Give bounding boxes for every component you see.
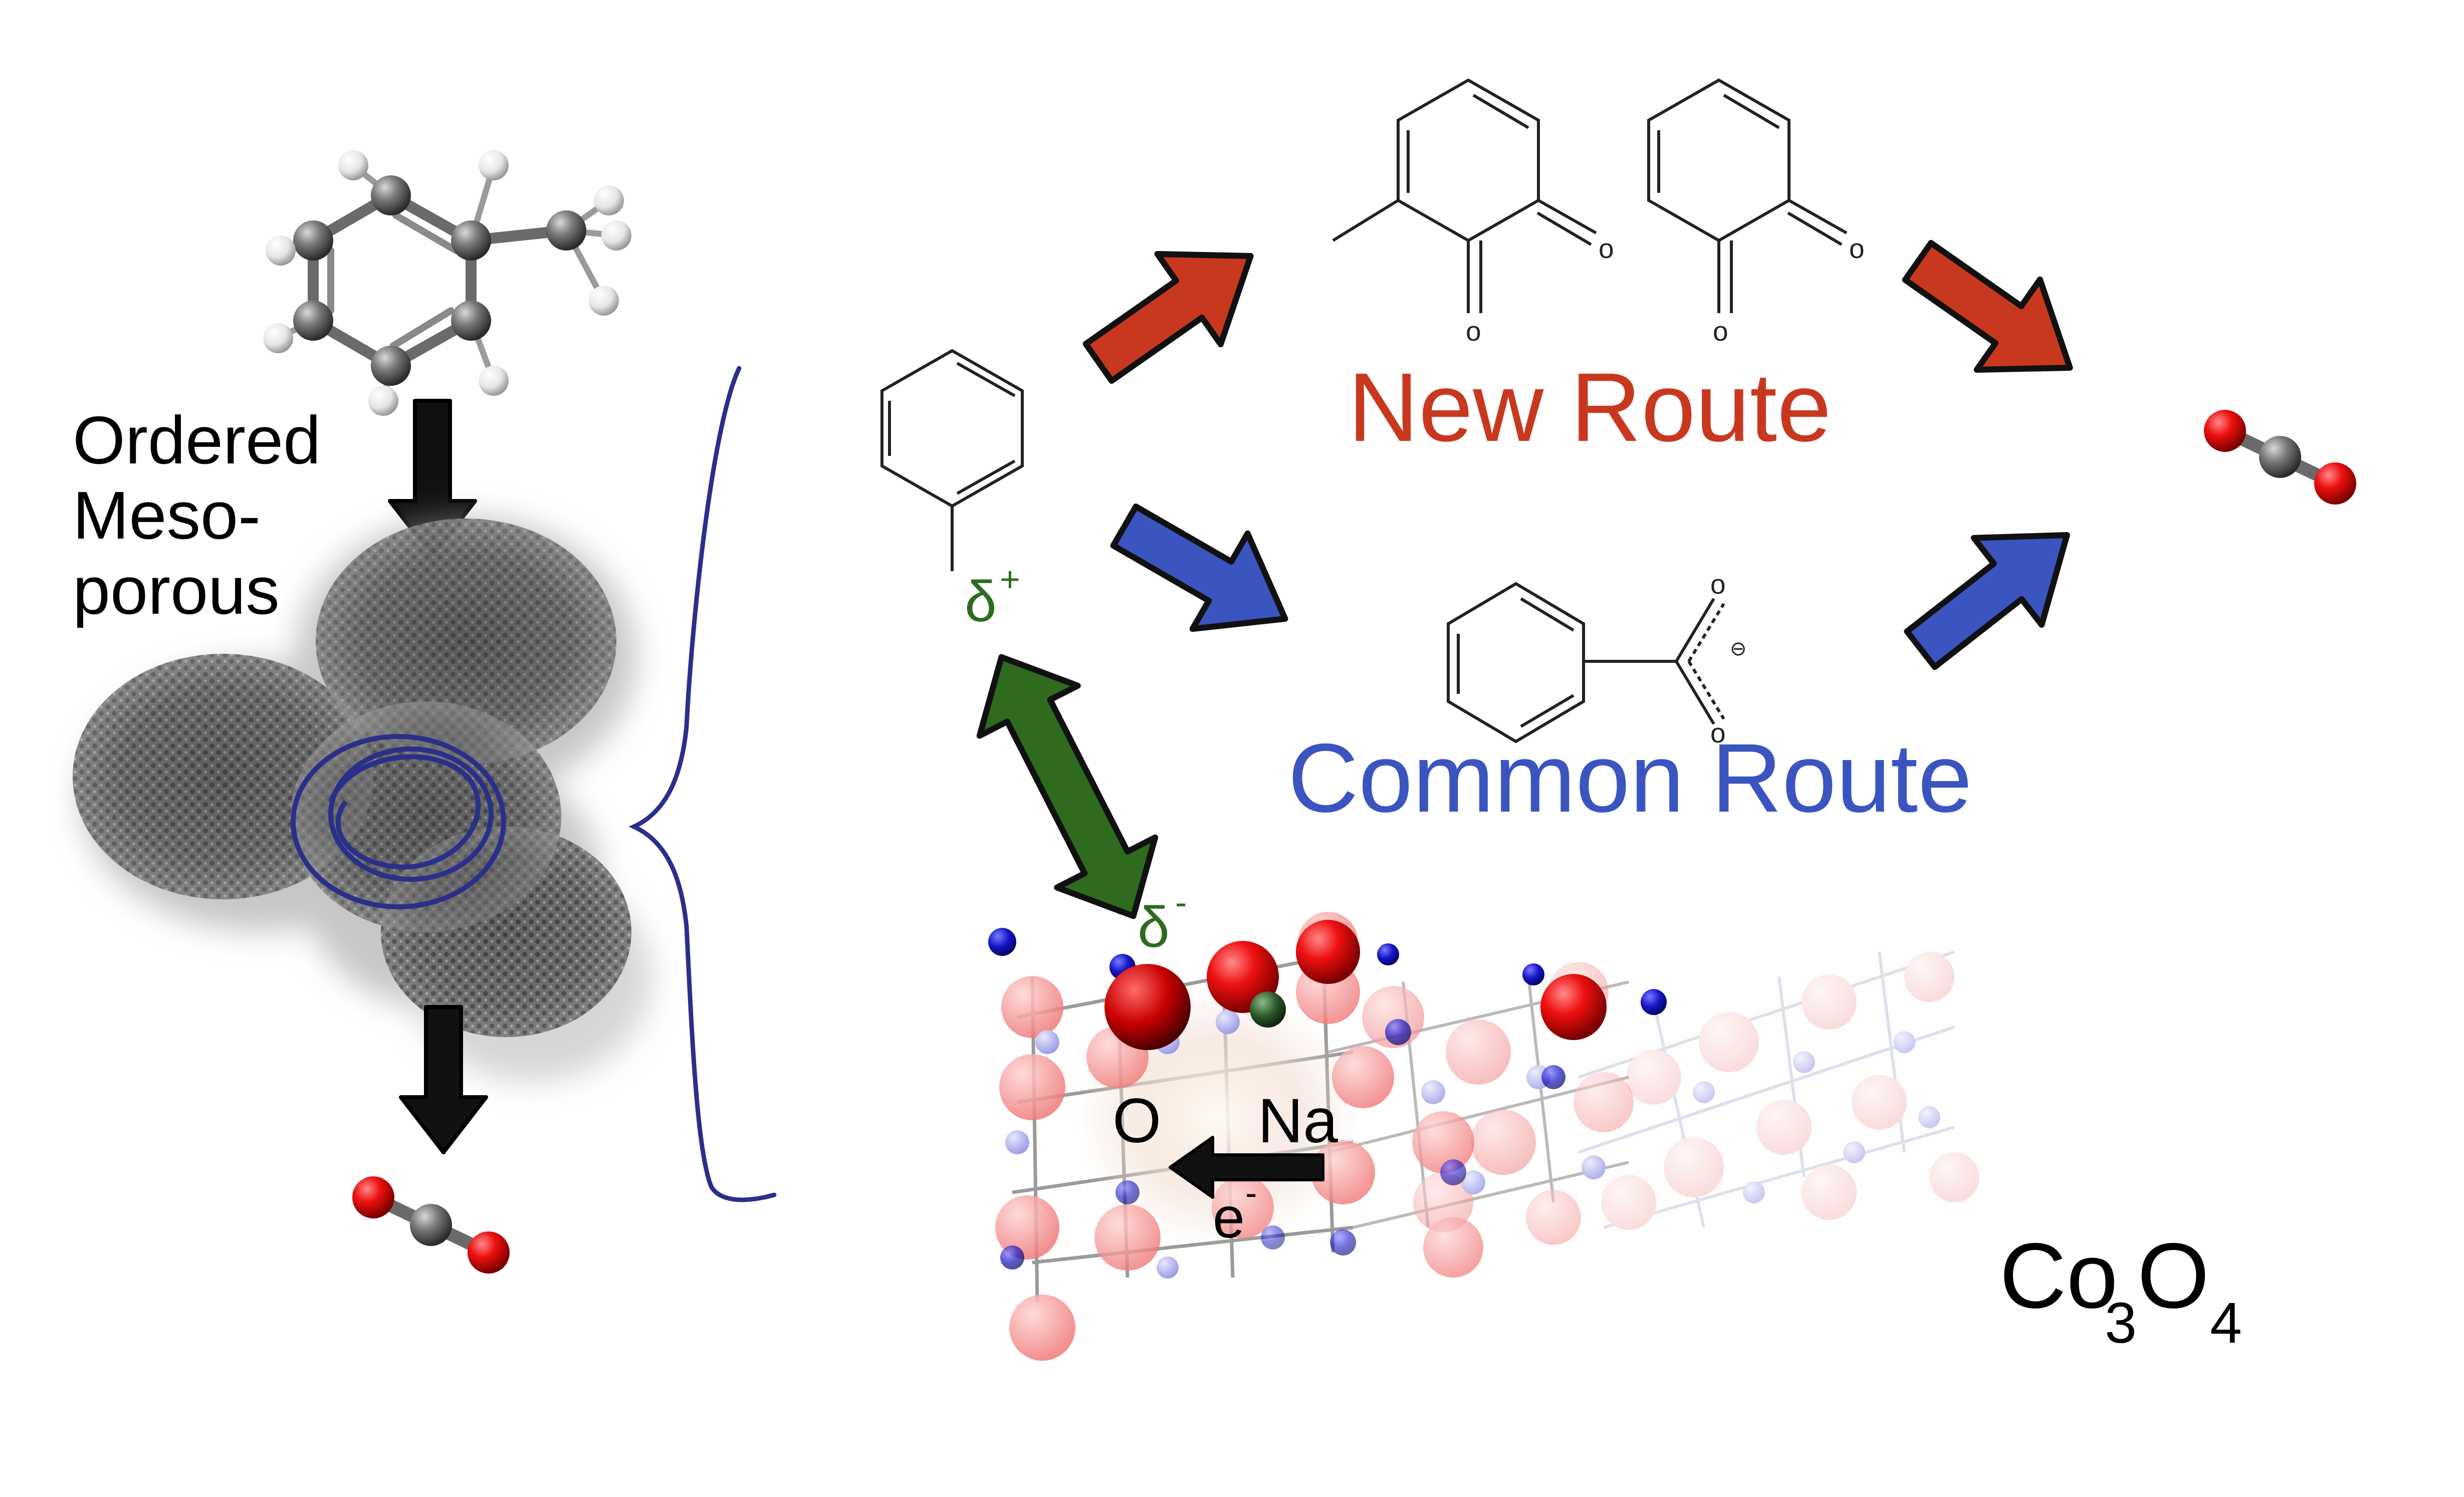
svg-text:-: -: [1245, 1173, 1257, 1212]
co2-molecule-icon: [352, 1176, 510, 1274]
quinone-o2: o: [1466, 316, 1481, 347]
common-route-arrow-1: [1110, 504, 1288, 632]
toluene-skeletal-structure: [880, 349, 1024, 571]
benzoate-o1: o: [1710, 569, 1726, 600]
benzoate-structure: [1447, 582, 1725, 743]
svg-text:Co: Co: [1999, 1224, 2118, 1328]
benzoate-charge: ⊖: [1730, 638, 1747, 660]
delta-plus-label: δ +: [965, 560, 1020, 634]
new-route-label: New Route: [1348, 353, 1832, 462]
svg-text:-: -: [1175, 883, 1187, 922]
svg-text:3: 3: [2105, 1291, 2137, 1355]
new-route-arrow-2: [1902, 239, 2073, 373]
ordered-label-line3: porous: [73, 553, 280, 628]
new-route-arrow-1: [1082, 251, 1254, 384]
quinone-o4: o: [1713, 316, 1728, 347]
quinone-o1: o: [1599, 233, 1614, 264]
curly-brace: [628, 366, 777, 1202]
svg-text:δ: δ: [965, 570, 997, 634]
methyl-quinone-structure: [1332, 78, 1597, 313]
svg-text:O: O: [2137, 1224, 2209, 1328]
electron-transfer-arrow: [1169, 1136, 1324, 1199]
co3o4-lattice: O Na e - δ -: [988, 883, 1979, 1361]
delta-minus-label: δ -: [1138, 883, 1187, 959]
ordered-label-line1: Ordered: [73, 402, 321, 478]
benzoate-o2: o: [1710, 717, 1726, 748]
svg-text:δ: δ: [1138, 895, 1170, 959]
ordered-label-line2: Meso-: [73, 477, 261, 553]
atom-o-label: O: [1112, 1086, 1161, 1156]
interaction-double-arrow: [976, 654, 1159, 919]
mesoporous-particle-icon: [73, 516, 651, 1082]
toluene-ball-stick-icon: [263, 150, 631, 416]
ortho-quinone-structure: [1647, 78, 1848, 313]
arrow-particle-to-co2: [399, 1005, 488, 1154]
sodium-atom: [1250, 991, 1286, 1028]
electron-label: e -: [1213, 1173, 1257, 1250]
co3o4-formula: Co 3 O 4: [1999, 1224, 2242, 1355]
svg-text:+: +: [1000, 560, 1020, 599]
common-route-arrow-2: [1904, 532, 2070, 670]
co2-product-icon: [2204, 410, 2356, 505]
atom-na-label: Na: [1258, 1086, 1338, 1156]
common-route-label: Common Route: [1288, 723, 1972, 833]
quinone-o3: o: [1849, 233, 1865, 264]
svg-text:4: 4: [2210, 1291, 2242, 1355]
blue-spiral-icon: [291, 734, 506, 909]
svg-text:e: e: [1213, 1186, 1245, 1250]
